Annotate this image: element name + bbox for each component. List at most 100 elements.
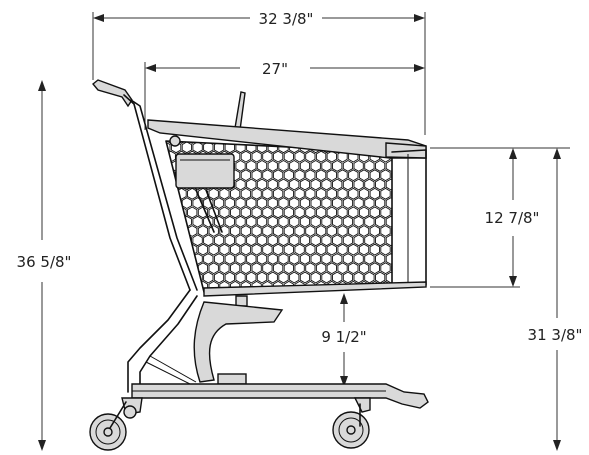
- mesh-cell: [353, 271, 364, 284]
- mesh-cell: [391, 262, 392, 275]
- mesh-cell: [375, 290, 386, 292]
- mesh-cell: [192, 141, 203, 154]
- mesh-cell: [315, 262, 327, 275]
- mesh-cell: [267, 271, 278, 284]
- mesh-cell: [251, 206, 262, 219]
- mesh-cell: [219, 206, 230, 219]
- mesh-cell: [375, 178, 386, 191]
- mesh-cell: [272, 187, 284, 200]
- mesh-cell: [272, 262, 284, 275]
- mesh-cell: [213, 197, 225, 210]
- mesh-cell: [240, 150, 252, 163]
- mesh-cell: [342, 252, 354, 265]
- mesh-cell: [375, 234, 386, 247]
- mesh-cell: [326, 262, 337, 275]
- mesh-cell: [315, 243, 327, 256]
- mesh-cell: [369, 187, 380, 200]
- mesh-cell: [267, 178, 278, 191]
- mesh-cell: [310, 290, 321, 292]
- mesh-cell: [299, 234, 311, 247]
- mesh-cell: [315, 225, 327, 237]
- mesh-cell: [364, 215, 375, 228]
- arrowhead-up: [553, 148, 561, 159]
- mesh-cell: [380, 225, 391, 237]
- mesh-cell: [283, 169, 294, 182]
- mesh-cell: [310, 252, 321, 265]
- mesh-cell: [375, 252, 386, 265]
- mesh-cell: [364, 178, 375, 191]
- mesh-cell: [224, 215, 235, 228]
- mesh-cell: [267, 197, 278, 210]
- mesh-cell: [251, 243, 262, 256]
- mesh-cell: [176, 225, 187, 237]
- mesh-cell: [235, 234, 246, 247]
- mesh-cell: [326, 206, 337, 219]
- mesh-cell: [208, 187, 219, 200]
- mesh-cell: [385, 159, 392, 172]
- mesh-cell: [380, 206, 391, 219]
- mesh-cell: [342, 178, 354, 191]
- mesh-cell: [326, 150, 337, 163]
- mesh-cell: [294, 225, 305, 237]
- mesh-cell: [348, 225, 359, 237]
- mesh-cell: [385, 252, 392, 265]
- mesh-cell: [348, 262, 359, 275]
- mesh-cell: [321, 252, 332, 265]
- mesh-cell: [332, 290, 343, 292]
- arrowhead-up: [38, 80, 46, 91]
- mesh-cell: [391, 169, 392, 182]
- arrowhead-down: [38, 440, 46, 451]
- mesh-cell: [213, 234, 225, 247]
- mesh-cell: [235, 159, 246, 172]
- mesh-cell: [299, 215, 311, 228]
- mesh-cell: [385, 290, 392, 292]
- dimension-basket-depth-label: 12 7/8": [485, 209, 540, 227]
- mesh-cell: [358, 206, 370, 219]
- mesh-cell: [240, 262, 252, 275]
- arrowhead-right: [414, 14, 425, 22]
- mesh-cell: [203, 252, 214, 265]
- mesh-cell: [321, 290, 332, 292]
- mesh-cell: [348, 169, 359, 182]
- mesh-cell: [278, 178, 289, 191]
- mesh-cell: [246, 159, 257, 172]
- front-caster: [332, 397, 371, 449]
- basket: [147, 119, 427, 297]
- mesh-cell: [155, 151, 164, 162]
- mesh-cell: [289, 271, 300, 284]
- arrowhead-down: [509, 276, 517, 287]
- mesh-cell: [380, 243, 391, 256]
- mesh-cell: [240, 206, 252, 219]
- mesh-cell: [391, 206, 392, 219]
- mesh-cell: [294, 150, 305, 163]
- mesh-cell: [326, 243, 337, 256]
- mesh-cell: [283, 225, 294, 237]
- mesh-cell: [278, 215, 289, 228]
- mesh-cell: [219, 225, 230, 237]
- mesh-cell: [155, 281, 164, 292]
- mesh-cell: [283, 243, 294, 256]
- shopping-cart-illustration: [89, 79, 429, 451]
- mesh-cell: [375, 271, 386, 284]
- lower-frame: [127, 289, 284, 393]
- mesh-cell: [181, 197, 192, 210]
- mesh-cell: [358, 187, 370, 200]
- mesh-cell: [294, 243, 305, 256]
- mesh-cell: [278, 197, 289, 210]
- dimension-overall-length: 32 3/8": [92, 10, 426, 135]
- mesh-cell: [272, 243, 284, 256]
- mesh-cell: [289, 215, 300, 228]
- dimension-basket-depth: 12 7/8": [430, 147, 540, 288]
- mesh-cell: [208, 243, 219, 256]
- mesh-cell: [155, 133, 164, 144]
- mesh-cell: [305, 150, 316, 163]
- mesh-cell: [305, 169, 316, 182]
- dimension-basket-top-height: 31 3/8": [520, 147, 582, 451]
- mesh-cell: [294, 187, 305, 200]
- mesh-cell: [369, 225, 380, 237]
- mesh-cell: [251, 262, 262, 275]
- mesh-cell: [251, 150, 262, 163]
- mesh-cell: [278, 234, 289, 247]
- mesh-cell: [353, 252, 364, 265]
- mesh-cell: [230, 243, 241, 256]
